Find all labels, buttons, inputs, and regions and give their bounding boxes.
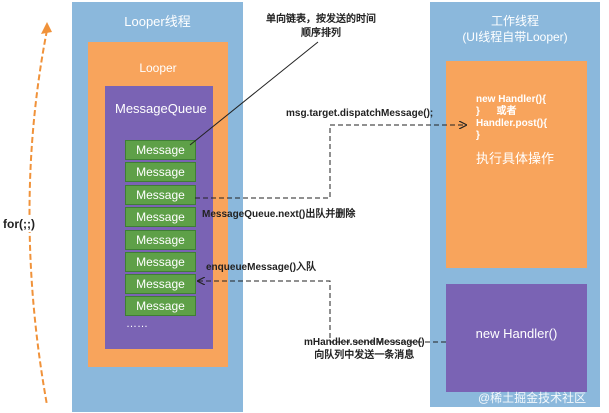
handler-code-line: Handler.post(){: [476, 118, 548, 129]
worker-thread-title: 工作线程: [490, 14, 539, 28]
dispatch-arrow: [195, 125, 466, 199]
message-item: Message: [125, 230, 196, 250]
send-handler-box: [446, 284, 587, 392]
handler-code-line: } 或者: [476, 106, 517, 117]
loop-label: for(;;): [2, 216, 36, 232]
message-item: Message: [125, 252, 196, 272]
worker-thread-subtitle: (UI线程自带Looper): [462, 30, 568, 44]
enqueue-label: enqueueMessage()入队: [206, 262, 317, 273]
message-ellipsis: ……: [126, 318, 148, 330]
message-item: Message: [125, 274, 196, 294]
enqueue-arrow: [198, 281, 446, 343]
message-item: Message: [125, 162, 196, 182]
next-label: MessageQueue.next()出队并删除: [202, 209, 356, 220]
handler-box: [446, 61, 587, 268]
send-handler-label: new Handler(): [475, 326, 558, 341]
dispatch-label: msg.target.dispatchMessage();: [286, 108, 434, 119]
message-item: Message: [125, 185, 196, 205]
loop-arrowhead-top: [41, 22, 52, 34]
send-label-line: mHandler.sendMessage(): [304, 337, 425, 348]
handler-code: new Handler(){ } 或者 Handler.post(){ }: [476, 94, 547, 142]
message-item: Message: [125, 140, 196, 160]
looper-thread-title: Looper线程: [124, 14, 191, 29]
message-item: Message: [125, 207, 196, 227]
list-note-pointer: [189, 41, 319, 146]
handler-action: 执行具体操作: [476, 151, 555, 166]
handler-code-line: }: [476, 130, 480, 141]
send-label: mHandler.sendMessage() 向队列中发送一条消息: [304, 336, 425, 362]
message-queue-label: MessageQueue: [115, 101, 207, 116]
list-note-line: 顺序排列: [301, 28, 341, 39]
handler-code-line: new Handler(){: [476, 94, 547, 105]
send-label-line: 向队列中发送一条消息: [314, 350, 415, 361]
loop-arc: [28, 29, 48, 406]
looper-label: Looper: [139, 61, 177, 75]
watermark: @稀土掘金技术社区: [478, 391, 587, 405]
list-note-line: 单向链表，按发送的时间: [266, 14, 376, 25]
list-note: 单向链表，按发送的时间 顺序排列: [266, 13, 376, 41]
message-item: Message: [125, 296, 196, 316]
